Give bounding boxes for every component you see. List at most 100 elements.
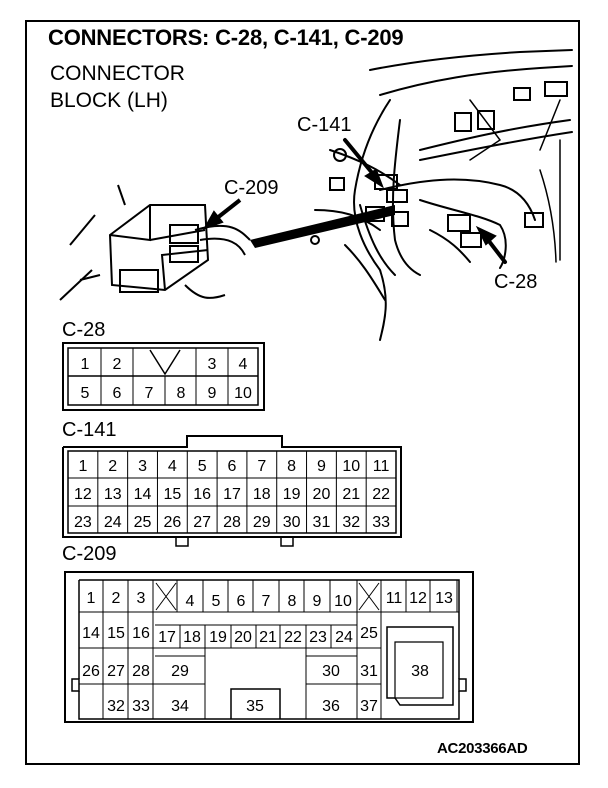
c209-pin: 25 xyxy=(360,625,378,642)
c209-pin: 36 xyxy=(322,698,340,715)
c141-pin: 4 xyxy=(168,458,177,475)
c209-pin: 16 xyxy=(132,625,150,642)
c209-pin: 37 xyxy=(360,698,378,715)
c209-pin: 8 xyxy=(288,593,297,610)
c141-pin: 26 xyxy=(163,514,181,531)
c141-pin: 23 xyxy=(74,514,92,531)
c141-pin: 22 xyxy=(372,486,390,503)
c209-pin: 20 xyxy=(234,629,252,646)
c209-pin: 5 xyxy=(212,593,221,610)
c209-pin: 22 xyxy=(284,629,302,646)
c28-pin-numbers: 1 2 3 4 5 6 7 8 9 10 xyxy=(81,356,252,402)
diagram-frame xyxy=(25,20,580,765)
c141-pin: 32 xyxy=(342,514,360,531)
c141-pin: 28 xyxy=(223,514,241,531)
c209-pin: 14 xyxy=(82,625,100,642)
c141-pin: 18 xyxy=(253,486,271,503)
c28-pin: 2 xyxy=(113,356,122,373)
connector-block-lh xyxy=(59,184,251,301)
c141-pin: 8 xyxy=(287,458,296,475)
connector-block-label-line2: BLOCK (LH) xyxy=(50,89,168,112)
c209-pin: 28 xyxy=(132,663,150,680)
c28-pin: 10 xyxy=(234,385,252,402)
c141-pin: 11 xyxy=(373,458,390,475)
connector-block-label-line1: CONNECTOR xyxy=(50,62,185,85)
c209-label: C-209 xyxy=(62,543,117,565)
c209-pin: 4 xyxy=(186,593,195,610)
callout-c141: C-141 xyxy=(297,114,352,136)
c141-pin: 9 xyxy=(317,458,326,475)
c141-pin: 25 xyxy=(134,514,152,531)
callout-c28: C-28 xyxy=(494,271,538,293)
c141-pin: 30 xyxy=(283,514,301,531)
c28-pin: 6 xyxy=(113,385,122,402)
c209-pin: 18 xyxy=(183,629,201,646)
c209-pin: 29 xyxy=(171,663,189,680)
c141-pin: 13 xyxy=(104,486,122,503)
c209-pin: 30 xyxy=(322,663,340,680)
c209-pin: 21 xyxy=(259,629,277,646)
c209-pin: 11 xyxy=(386,590,403,607)
c209-pin: 6 xyxy=(237,593,246,610)
c141-pin: 21 xyxy=(342,486,360,503)
c209-pin: 31 xyxy=(360,663,378,680)
c28-pin: 1 xyxy=(81,356,90,373)
c209-pin: 23 xyxy=(309,629,327,646)
c209-pin: 10 xyxy=(334,593,352,610)
c209-pin: 12 xyxy=(409,590,427,607)
c209-pin: 32 xyxy=(107,698,125,715)
c141-pin: 10 xyxy=(342,458,360,475)
c141-pin: 16 xyxy=(193,486,211,503)
c209-pin: 7 xyxy=(262,593,271,610)
c141-pin: 15 xyxy=(163,486,181,503)
c209-pin: 24 xyxy=(335,629,353,646)
c209-pin: 3 xyxy=(137,590,146,607)
c209-pin: 35 xyxy=(246,698,264,715)
c141-pin: 6 xyxy=(228,458,237,475)
c141-pin: 24 xyxy=(104,514,122,531)
c28-pin: 9 xyxy=(208,385,217,402)
c141-grid xyxy=(97,451,367,533)
c141-pin: 27 xyxy=(193,514,211,531)
c28-pin: 3 xyxy=(208,356,217,373)
c141-label: C-141 xyxy=(62,419,117,441)
c209-pin: 17 xyxy=(158,629,176,646)
c141-pin: 29 xyxy=(253,514,271,531)
c209-connector xyxy=(64,571,474,723)
callout-c209: C-209 xyxy=(224,177,279,199)
c141-pin: 3 xyxy=(138,458,147,475)
c209-pin: 2 xyxy=(112,590,121,607)
c141-pin: 19 xyxy=(283,486,301,503)
c209-pin: 1 xyxy=(87,590,96,607)
c209-pin: 13 xyxy=(435,590,453,607)
c141-pin: 14 xyxy=(134,486,152,503)
c28-pin: 8 xyxy=(177,385,186,402)
c209-pin: 34 xyxy=(171,698,189,715)
c28-label: C-28 xyxy=(62,319,106,341)
c28-pin: 5 xyxy=(81,385,90,402)
c141-pin: 20 xyxy=(313,486,331,503)
c209-pin: 38 xyxy=(411,663,429,680)
c141-pin: 12 xyxy=(74,486,92,503)
c141-pin: 2 xyxy=(108,458,117,475)
c141-pin: 17 xyxy=(223,486,241,503)
c28-pin: 4 xyxy=(239,356,248,373)
c209-pin: 33 xyxy=(132,698,150,715)
c141-pin: 5 xyxy=(198,458,207,475)
c28-pin: 7 xyxy=(145,385,154,402)
diagram-title: CONNECTORS: C-28, C-141, C-209 xyxy=(48,25,404,50)
c209-pin: 9 xyxy=(313,593,322,610)
c209-pin: 19 xyxy=(209,629,227,646)
c141-pin: 31 xyxy=(313,514,331,531)
c141-pin: 33 xyxy=(372,514,390,531)
c209-pin: 26 xyxy=(82,663,100,680)
c141-pin: 7 xyxy=(257,458,266,475)
c209-pin: 15 xyxy=(107,625,125,642)
figure-code: AC203366AD xyxy=(437,740,528,757)
c141-connector xyxy=(62,435,402,547)
harness-illustration xyxy=(250,49,573,341)
c28-connector xyxy=(62,342,265,411)
